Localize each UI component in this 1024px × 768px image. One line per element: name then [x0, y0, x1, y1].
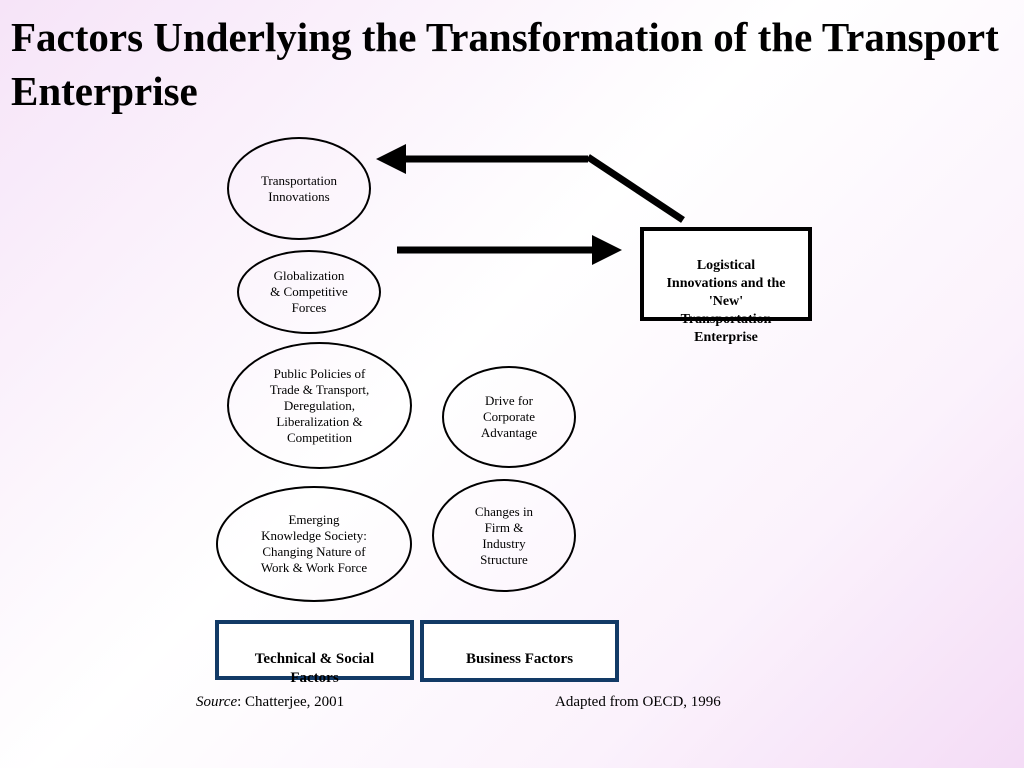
node-label: Logistical Innovations and the 'New' Tra…: [666, 258, 786, 345]
source-text: : Chatterjee, 2001: [237, 694, 345, 710]
node-label: Public Policies of Trade & Transport, De…: [269, 365, 370, 445]
category-label: Technical & Social Factors: [254, 651, 375, 686]
adapted-citation: Adapted from OECD, 1996: [555, 694, 721, 710]
node-label: Transportation Innovations: [260, 172, 338, 204]
source-label: Source: [196, 694, 238, 710]
node-label: Globalization & Competitive Forces: [270, 268, 348, 315]
node-emerging-knowledge: Emerging Knowledge Society: Changing Nat…: [216, 486, 412, 602]
category-technical-social: Technical & Social Factors: [215, 620, 414, 686]
category-business: Business Factors: [420, 620, 619, 682]
node-public-policies: Public Policies of Trade & Transport, De…: [227, 342, 412, 469]
forward-arrow: [397, 235, 622, 265]
node-logistical-innovations: Logistical Innovations and the 'New' Tra…: [640, 227, 812, 345]
node-drive-corporate-advantage: Drive for Corporate Advantage: [442, 366, 576, 468]
node-transportation-innovations: Transportation Innovations: [227, 137, 371, 240]
node-globalization: Globalization & Competitive Forces: [237, 250, 381, 334]
source-citation: Source: Chatterjee, 2001: [196, 694, 344, 711]
feedback-arrow: [376, 144, 685, 223]
category-label: Business Factors: [465, 651, 574, 667]
node-label: Drive for Corporate Advantage: [480, 393, 538, 440]
node-label: Changes in Firm & Industry Structure: [474, 503, 534, 567]
node-changes-firm-structure: Changes in Firm & Industry Structure: [432, 479, 576, 592]
page-title: Factors Underlying the Transformation of…: [11, 14, 999, 114]
node-label: Emerging Knowledge Society: Changing Nat…: [260, 512, 368, 575]
